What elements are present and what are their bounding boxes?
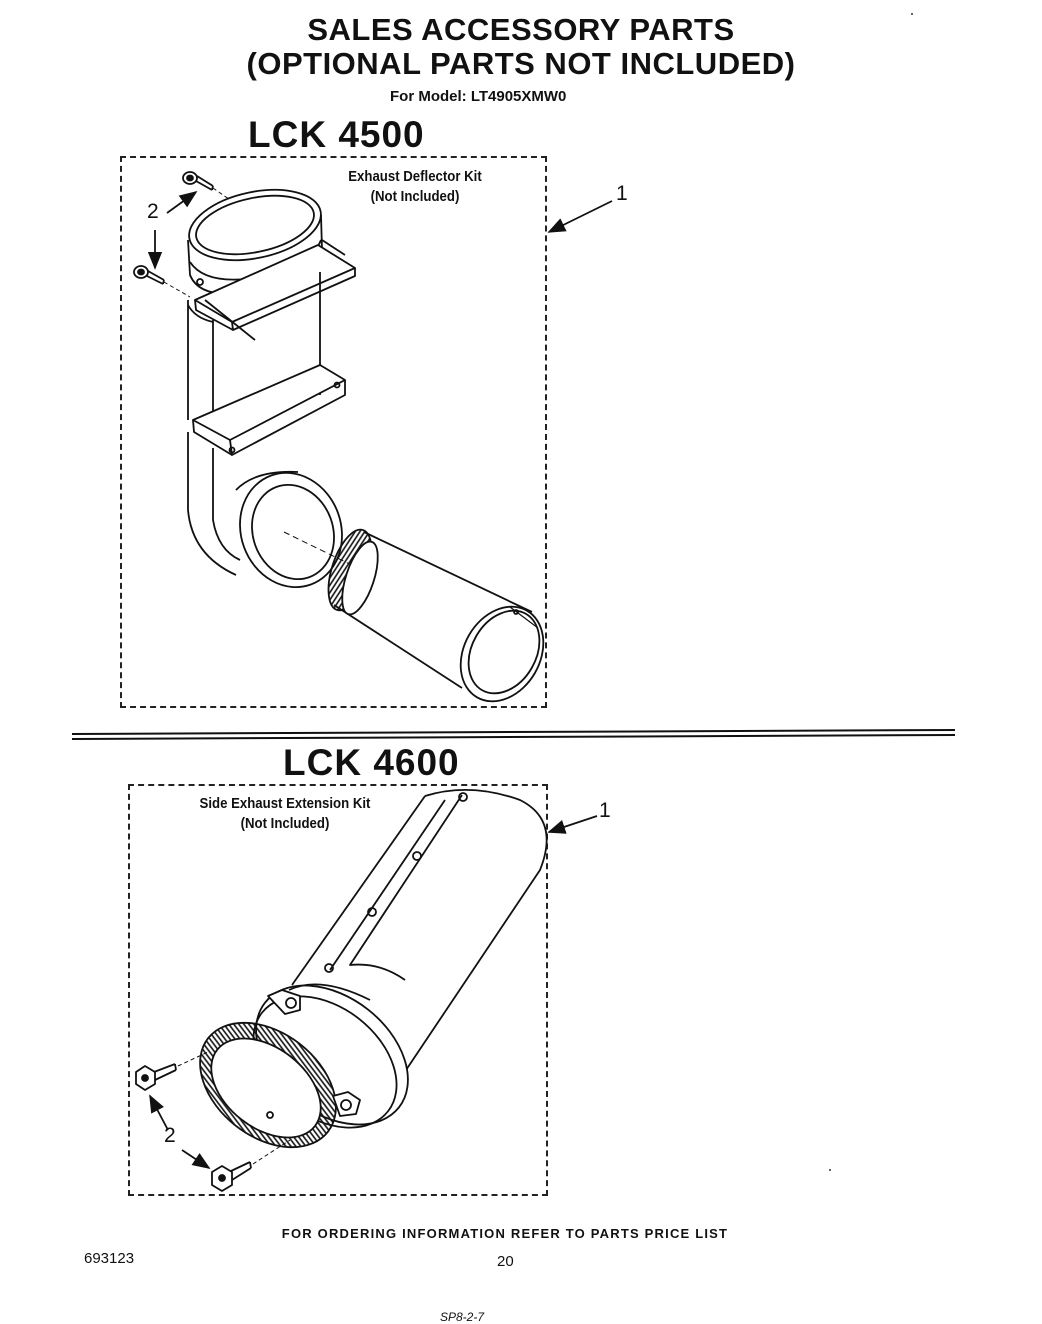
kit-name-line2: (Not Included)	[240, 815, 330, 832]
callout-2-lck4500: 2	[147, 200, 159, 223]
page-title-line1: SALES ACCESSORY PARTS	[307, 12, 735, 47]
kit-name-lck4600: Side Exhaust Extension Kit (Not Included…	[175, 794, 395, 834]
page-number: 20	[497, 1253, 514, 1270]
section-divider	[71, 729, 956, 740]
ordering-note: FOR ORDERING INFORMATION REFER TO PARTS …	[281, 1226, 729, 1241]
kit-panel-lck4500	[120, 156, 547, 708]
side-exhaust-extension-drawing	[135, 789, 598, 1192]
exhaust-deflector-drawing	[133, 171, 613, 703]
model-line: For Model: LT4905XMW0	[390, 88, 567, 105]
screw-icon	[135, 1051, 209, 1091]
kit-name-line2: (Not Included)	[370, 188, 460, 205]
page-title-line2: (OPTIONAL PARTS NOT INCLUDED)	[246, 46, 796, 81]
handwritten-mark: SP8-2-7	[440, 1310, 485, 1324]
callout-2-lck4600: 2	[164, 1124, 176, 1147]
kit-code-lck4600: LCK 4600	[283, 742, 460, 783]
document-number: 693123	[84, 1250, 135, 1267]
kit-name-lck4500: Exhaust Deflector Kit (Not Included)	[314, 167, 516, 207]
kit-name-line1: Side Exhaust Extension Kit	[199, 795, 371, 812]
kit-code-lck4500: LCK 4500	[248, 114, 425, 155]
kit-name-line1: Exhaust Deflector Kit	[348, 168, 482, 185]
screw-icon	[211, 1139, 291, 1192]
kit-panel-lck4600	[128, 784, 548, 1196]
callout-1-lck4600: 1	[599, 799, 611, 822]
screw-icon	[133, 265, 191, 298]
callout-1-lck4500: 1	[616, 182, 628, 205]
